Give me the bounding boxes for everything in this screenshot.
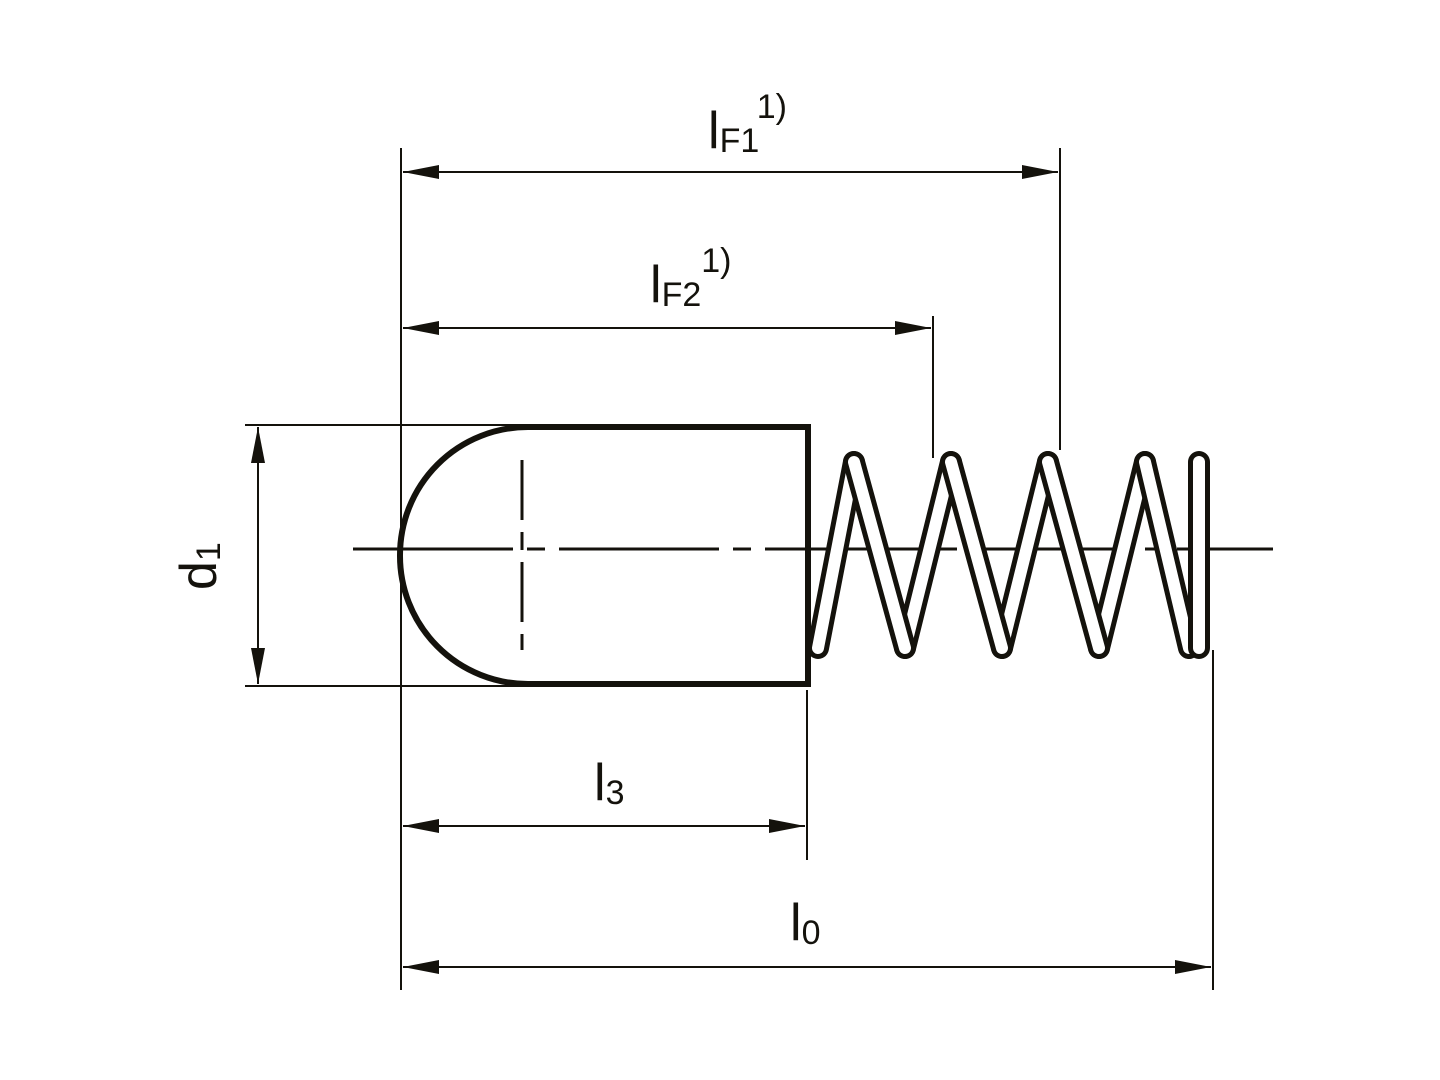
label-l3: l3 [594,754,624,812]
compression-spring [807,451,1210,659]
label-lF1: lF11) [708,88,787,160]
spring-coil-front [1139,456,1195,654]
spring-coil-front [945,456,1008,654]
spring-coil-back [899,456,957,654]
label-d1: d1 [170,542,228,590]
label-lF2: lF21) [650,242,731,314]
spring-coil-back [812,456,860,654]
dimension-lines [251,165,1211,974]
spring-coil-front [1042,456,1105,654]
label-l0: l0 [790,894,820,952]
spring-coil-back [996,456,1054,654]
pin-body [396,424,811,687]
spring-coil-front [848,456,911,654]
spring-coil-back [1093,456,1151,654]
